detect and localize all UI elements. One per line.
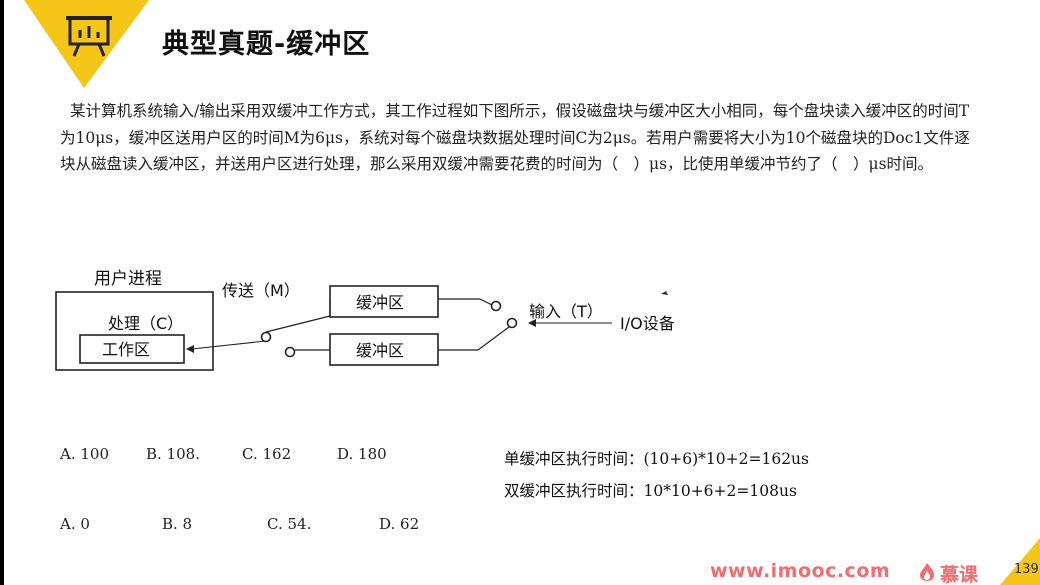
io-device-label: I/O设备 (620, 314, 675, 333)
user-process-box (55, 291, 214, 371)
work-area-label: 工作区 (102, 340, 150, 359)
corner-decoration (1000, 538, 1040, 585)
option-q2-b: B. 8 (162, 515, 193, 533)
option-q2-d: D. 62 (379, 515, 420, 533)
double-buffer-note: 双缓冲区执行时间：10*10+6+2=108us (504, 482, 797, 500)
slide: 典型真题-缓冲区 某计算机系统输入/输出采用双缓冲工作方式，其工作过程如下图所示… (4, 0, 1040, 585)
option-q2-a: A. 0 (60, 515, 90, 533)
flame-icon (920, 563, 934, 581)
buffer-box-1 (329, 285, 439, 318)
option-q1-d: D. 180 (337, 445, 387, 463)
work-area-box (79, 334, 185, 364)
transfer-label: 传送（M） (222, 281, 300, 300)
option-q1-a: A. 100 (60, 445, 109, 463)
double-buffer-diagram: 用户进程 处理（C） 工作区 传送（M） 缓冲区 缓冲区 输入（T） I/O设备 (55, 269, 675, 371)
option-q2-c: C. 54. (267, 515, 312, 533)
presentation-board-icon (24, 0, 149, 88)
brand-logo-text: 慕课 (940, 564, 979, 585)
question-text: 某计算机系统输入/输出采用双缓冲工作方式，其工作过程如下图所示，假设磁盘块与缓冲… (60, 102, 970, 173)
input-label: 输入（T） (529, 302, 603, 321)
user-process-label: 用户进程 (94, 269, 162, 289)
buffer-2-label: 缓冲区 (356, 341, 404, 360)
page-title: 典型真题-缓冲区 (162, 29, 371, 60)
single-buffer-note: 单缓冲区执行时间：(10+6)*10+2=162us (504, 450, 809, 468)
buffer-1-label: 缓冲区 (356, 293, 404, 312)
process-label: 处理（C） (108, 314, 183, 333)
option-q1-c: C. 162 (242, 445, 292, 463)
watermark: www.imooc.com (710, 560, 891, 582)
option-q1-b: B. 108. (146, 445, 200, 463)
page-number: 139 (1014, 562, 1039, 577)
